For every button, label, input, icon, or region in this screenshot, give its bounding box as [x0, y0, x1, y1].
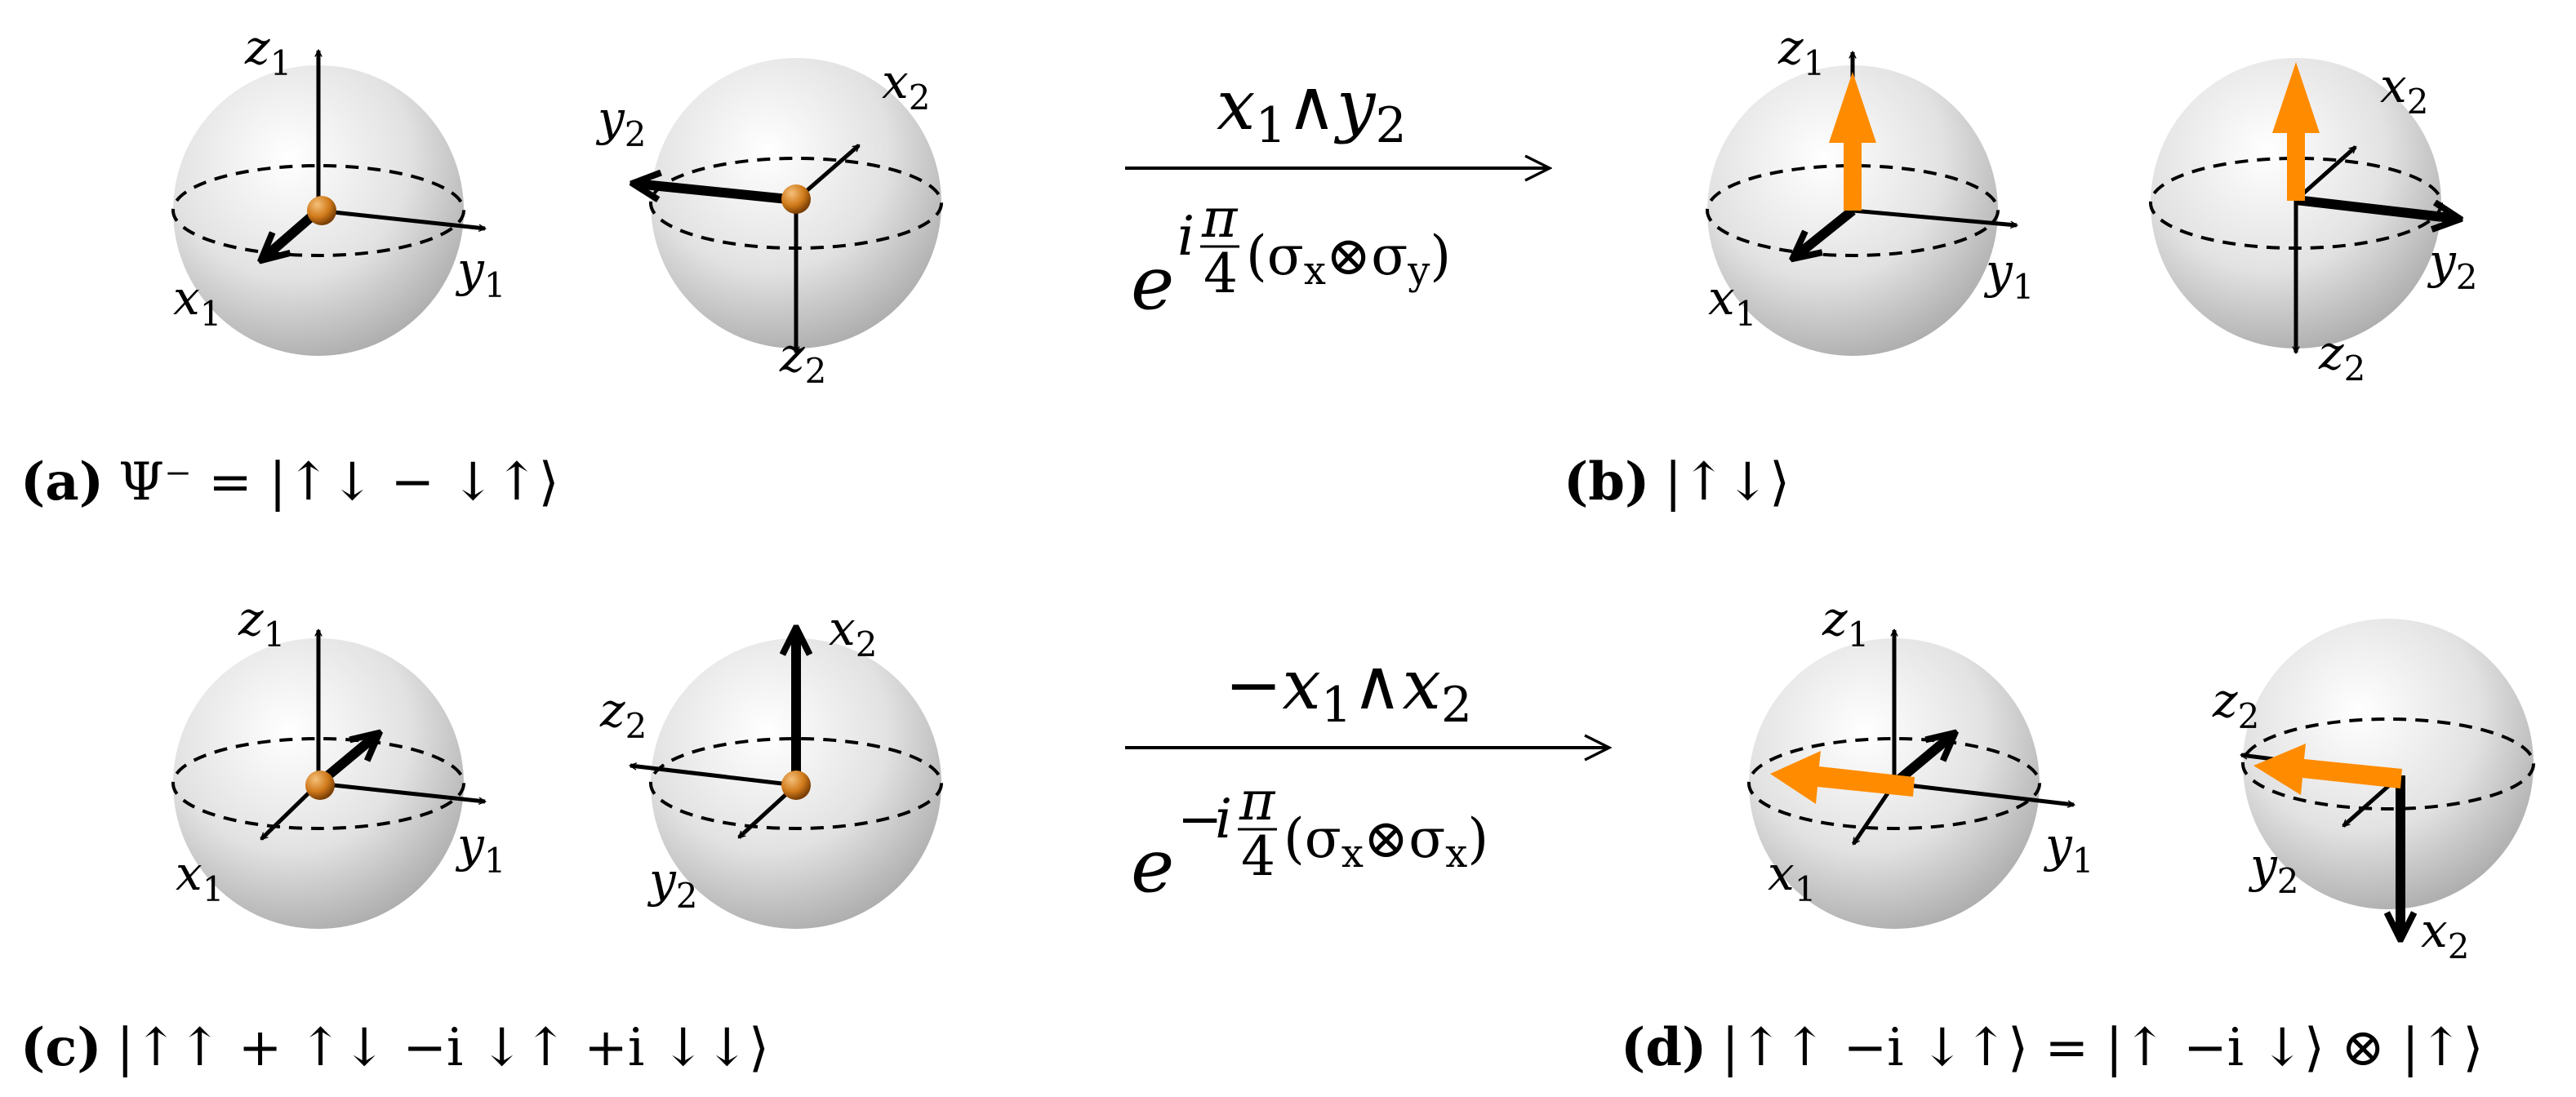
atom-c2: [781, 771, 811, 800]
svg-text:(σx⊗σx): (σx⊗σx): [1284, 807, 1488, 877]
sphere-a2: x2 y2 z2: [595, 54, 943, 391]
panel-c: z1 x1 y1 x2 z2 y2 (c)|↑↑ + ↑↓ −i ↓↑ +i ↓…: [20, 591, 943, 1078]
label-y2: y2: [595, 91, 647, 154]
axis-x1: [263, 207, 322, 259]
sphere-c2: x2 z2 y2: [599, 601, 943, 929]
svg-text:e: e: [1131, 241, 1174, 326]
operator-bottom: −x1∧x2: [1225, 645, 1472, 734]
caption-d: (d)|↑↑ −i ↓↑⟩ = |↑ −i ↓⟩ ⊗ |↑⟩: [1621, 1017, 2483, 1078]
label-y1: y1: [1983, 243, 2035, 307]
caption-a: (a)Ψ⁻ = |↑↓ − ↓↑⟩: [20, 451, 559, 513]
sphere-d2: z2 y2 x2: [2212, 619, 2535, 966]
label-y2: y2: [2248, 837, 2299, 901]
caption-c: (c)|↑↑ + ↑↓ −i ↓↑ +i ↓↓⟩: [20, 1017, 769, 1078]
label-x1: x1: [176, 846, 224, 909]
label-x1: x1: [1768, 846, 1816, 909]
axis-x1: [1795, 207, 1856, 257]
label-z1: z1: [238, 591, 285, 655]
label-y1: y1: [455, 242, 506, 305]
label-y2: y2: [647, 852, 698, 916]
svg-text:−: −: [1177, 788, 1222, 851]
svg-text:π: π: [1201, 187, 1239, 250]
atom-a2: [781, 184, 811, 214]
label-x2: x2: [2421, 903, 2469, 966]
atom-a1: [307, 196, 336, 225]
sphere-c1: z1 x1 y1: [171, 591, 506, 929]
label-z1: z1: [1822, 591, 1869, 655]
spin-arrow-d1: [1891, 735, 1953, 788]
svg-text:4: 4: [1203, 242, 1238, 305]
transform-bottom: −x1∧x2 e − i π 4 (σx⊗σx): [1125, 645, 1607, 909]
svg-text:π: π: [1239, 770, 1276, 833]
svg-text:i: i: [1215, 788, 1232, 851]
sphere-b2: x2 y2 z2: [2149, 58, 2478, 389]
label-y1: y1: [2043, 817, 2094, 881]
label-y1: y1: [455, 817, 506, 881]
label-x1: x1: [1708, 270, 1756, 334]
axis-y2: [635, 184, 797, 205]
spin-up-arrow-b1: [1829, 72, 1876, 211]
atom-c1: [305, 771, 335, 800]
label-z2: z2: [2318, 325, 2365, 389]
axis-z2: [630, 766, 797, 788]
axis-y1: [1893, 781, 2074, 805]
svg-text:4: 4: [1241, 825, 1275, 888]
label-z2: z2: [2212, 673, 2259, 736]
panel-a: z1 x1 y1 x2 y2 z2 (a)Ψ⁻ = |↑↓ − ↓↑⟩: [20, 20, 943, 513]
caption-b: (b)|↑↓⟩: [1564, 451, 1790, 513]
label-x2: x2: [829, 601, 877, 664]
axis-y2: [2295, 195, 2458, 219]
label-z1: z1: [1777, 20, 1825, 83]
spin-arrow-orange-d1: [1770, 751, 1915, 804]
sphere-b1: z1 x1 y1: [1706, 20, 2035, 356]
exponential-top: e i π 4 (σx⊗σy): [1131, 187, 1451, 326]
transform-top: x1∧y2 e i π 4 (σx⊗σy): [1125, 65, 1547, 326]
label-x2: x2: [2380, 58, 2428, 122]
panel-d: z1 x1 y1 z2 y2 x2 (d)|↑↑ −i ↓↑⟩ = |↑ −i …: [1621, 591, 2535, 1078]
sphere-d1: z1 x1 y1: [1747, 591, 2094, 929]
label-y2: y2: [2427, 233, 2478, 297]
axis-y1: [318, 208, 485, 229]
panel-b: z1 x1 y1 x2 y2 z2 (b)|↑↓⟩: [1564, 20, 2478, 513]
label-x2: x2: [882, 54, 930, 118]
spin-arrow-orange-d2: [2253, 744, 2402, 795]
axis-y1: [318, 781, 485, 802]
exponential-bottom: e − i π 4 (σx⊗σx): [1131, 770, 1488, 909]
svg-text:e: e: [1131, 824, 1174, 909]
operator-top: x1∧y2: [1217, 65, 1407, 154]
svg-text:i: i: [1177, 205, 1195, 268]
label-z2: z2: [779, 327, 826, 391]
axis-x2: [2294, 145, 2356, 202]
svg-text:(σx⊗σy): (σx⊗σy): [1246, 224, 1451, 294]
sphere-a1: z1 x1 y1: [171, 20, 506, 356]
spin-up-arrow-b2: [2272, 62, 2320, 201]
label-z1: z1: [244, 20, 291, 83]
label-x1: x1: [173, 270, 221, 334]
axis-y1: [1852, 208, 2017, 225]
label-z2: z2: [599, 682, 647, 746]
